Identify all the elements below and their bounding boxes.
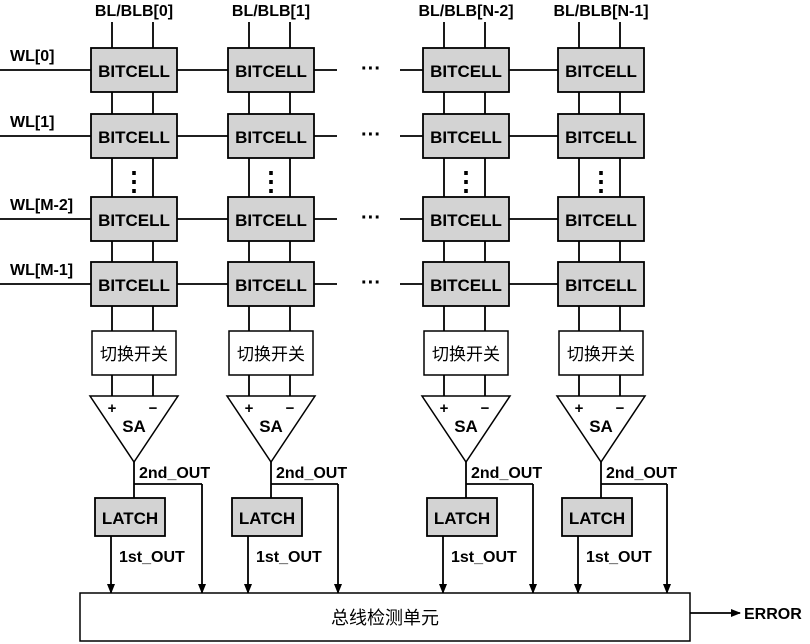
latch-label: LATCH: [239, 509, 295, 528]
first-out-label: 1st_OUT: [451, 549, 517, 566]
sense-amp-triangle: [420, 395, 512, 464]
bitcell-label: BITCELL: [565, 62, 637, 81]
bitcell-label: BITCELL: [98, 128, 170, 147]
horizontal-ellipsis: ···: [361, 58, 381, 80]
second-out-label: 2nd_OUT: [276, 465, 347, 482]
sense-amp-triangle: [225, 395, 317, 464]
bitcell-box: [227, 113, 315, 159]
bitcell-box: [422, 196, 510, 242]
bitcell-box: [227, 47, 315, 93]
horizontal-ellipsis: ···: [361, 207, 381, 229]
bitcell-label: BITCELL: [430, 62, 502, 81]
bitcell-label: BITCELL: [98, 62, 170, 81]
bitline-label: BL/BLB[N-1]: [553, 3, 648, 20]
bitcell-label: BITCELL: [98, 276, 170, 295]
switch-label: 切换开关: [237, 345, 305, 365]
sense-amp-label: SA: [454, 417, 478, 436]
horizontal-ellipsis: ···: [361, 272, 381, 294]
bitcell-label: BITCELL: [235, 62, 307, 81]
wordline-label: WL[M-1]: [10, 262, 73, 279]
bitline-label: BL/BLB[N-2]: [418, 3, 513, 20]
bitline-label: BL/BLB[1]: [232, 3, 310, 20]
sense-amp-triangle: [555, 395, 647, 464]
bitcell-box: [422, 113, 510, 159]
bitcell-label: BITCELL: [235, 211, 307, 230]
vertical-ellipsis: ⋮: [453, 166, 479, 196]
bitcell-label: BITCELL: [430, 128, 502, 147]
bitcell-box: [90, 47, 178, 93]
bitcell-label: BITCELL: [235, 128, 307, 147]
bitcell-box: [227, 261, 315, 307]
sa-minus-sign: −: [616, 400, 625, 417]
bus-detect-box: [79, 592, 691, 642]
sense-amp-triangle: [88, 395, 180, 464]
switch-label: 切换开关: [567, 345, 635, 365]
second-out-label: 2nd_OUT: [471, 465, 542, 482]
vertical-ellipsis: ⋮: [588, 166, 614, 196]
sa-plus-sign: +: [108, 400, 117, 417]
bitcell-box: [422, 47, 510, 93]
error-label: ERROR: [744, 606, 802, 623]
bitcell-label: BITCELL: [235, 276, 307, 295]
latch-label: LATCH: [102, 509, 158, 528]
first-out-label: 1st_OUT: [119, 549, 185, 566]
latch-box: [231, 497, 303, 537]
latch-label: LATCH: [434, 509, 490, 528]
latch-label: LATCH: [569, 509, 625, 528]
second-out-label: 2nd_OUT: [606, 465, 677, 482]
switch-box: [91, 330, 177, 376]
vertical-ellipsis: ⋮: [258, 166, 284, 196]
bitcell-box: [557, 261, 645, 307]
bitcell-box: [90, 261, 178, 307]
bitcell-box: [557, 196, 645, 242]
sense-amp-label: SA: [589, 417, 613, 436]
switch-box: [558, 330, 644, 376]
sense-amp-label: SA: [259, 417, 283, 436]
horizontal-ellipsis: ···: [361, 124, 381, 146]
second-out-label: 2nd_OUT: [139, 465, 210, 482]
switch-label: 切换开关: [100, 345, 168, 365]
sa-minus-sign: −: [481, 400, 490, 417]
bitcell-label: BITCELL: [565, 276, 637, 295]
latch-box: [426, 497, 498, 537]
bitcell-box: [422, 261, 510, 307]
wordline-label: WL[0]: [10, 48, 54, 65]
bitcell-label: BITCELL: [565, 128, 637, 147]
bitcell-box: [227, 196, 315, 242]
bitcell-box: [90, 113, 178, 159]
first-out-label: 1st_OUT: [586, 549, 652, 566]
bitcell-box: [557, 113, 645, 159]
bitline-label: BL/BLB[0]: [95, 3, 173, 20]
bitcell-label: BITCELL: [430, 211, 502, 230]
first-out-label: 1st_OUT: [256, 549, 322, 566]
switch-box: [423, 330, 509, 376]
bitcell-box: [557, 47, 645, 93]
bitcell-label: BITCELL: [565, 211, 637, 230]
bitcell-label: BITCELL: [98, 211, 170, 230]
sa-plus-sign: +: [440, 400, 449, 417]
wordline-label: WL[M-2]: [10, 197, 73, 214]
sense-amp-label: SA: [122, 417, 146, 436]
switch-box: [228, 330, 314, 376]
bitcell-label: BITCELL: [430, 276, 502, 295]
sa-plus-sign: +: [245, 400, 254, 417]
bus-detect-label: 总线检测单元: [331, 608, 439, 629]
bitcell-box: [90, 196, 178, 242]
sa-minus-sign: −: [286, 400, 295, 417]
latch-box: [561, 497, 633, 537]
sa-plus-sign: +: [575, 400, 584, 417]
wordline-label: WL[1]: [10, 114, 54, 131]
switch-label: 切换开关: [432, 345, 500, 365]
sa-minus-sign: −: [149, 400, 158, 417]
vertical-ellipsis: ⋮: [121, 166, 147, 196]
latch-box: [94, 497, 166, 537]
